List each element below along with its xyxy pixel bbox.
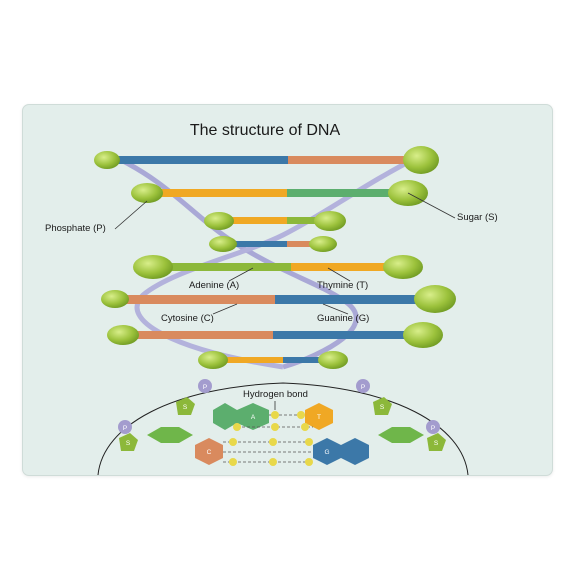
guanine-base: G bbox=[313, 438, 369, 465]
thymine-base: T bbox=[305, 403, 333, 430]
thymine-pointer-line bbox=[327, 267, 351, 282]
diagram-title: The structure of DNA bbox=[190, 122, 341, 139]
cytosine-label: Cytosine (C) bbox=[161, 313, 214, 324]
adenine-label: Adenine (A) bbox=[189, 280, 239, 291]
base-pair-rung bbox=[213, 357, 333, 363]
base-pair-rung bbox=[115, 295, 435, 304]
phosphate-pointer-line bbox=[114, 200, 148, 230]
cytosine-base: C bbox=[195, 438, 223, 465]
base-pair-rung bbox=[221, 217, 327, 224]
svg-text:C: C bbox=[207, 449, 212, 456]
guanine-label: Guanine (G) bbox=[317, 313, 369, 324]
svg-text:G: G bbox=[324, 449, 329, 456]
dna-diagram-board: The structure of DNA bbox=[22, 104, 553, 476]
cytosine-pointer-line bbox=[212, 303, 238, 315]
svg-text:T: T bbox=[317, 414, 321, 421]
nucleotide-ball bbox=[133, 255, 173, 279]
nucleotide-ball bbox=[101, 290, 129, 308]
nucleotide-ball bbox=[383, 255, 423, 279]
sugar-label: Sugar (S) bbox=[457, 212, 498, 223]
svg-text:S: S bbox=[380, 404, 385, 411]
svg-text:P: P bbox=[361, 384, 365, 391]
svg-text:S: S bbox=[434, 440, 439, 447]
backbone-strand-left bbox=[113, 154, 359, 370]
nucleotide-ball bbox=[403, 146, 439, 174]
sugar-node: S bbox=[373, 397, 392, 415]
svg-text:S: S bbox=[183, 404, 188, 411]
sugar-node: S bbox=[427, 433, 446, 451]
adenine-base: A bbox=[213, 403, 269, 430]
sugar-pointer-line bbox=[407, 192, 456, 219]
base-pair-rung bbox=[108, 156, 413, 164]
phosphate-node: P bbox=[356, 379, 370, 393]
adenine-pointer-line bbox=[228, 267, 254, 282]
phosphate-node: P bbox=[426, 420, 440, 434]
sugar-node: S bbox=[176, 397, 195, 415]
bond-atom-nodes bbox=[229, 411, 313, 466]
phosphate-node: P bbox=[118, 420, 132, 434]
sugar-base-link bbox=[378, 427, 424, 443]
svg-text:P: P bbox=[203, 384, 207, 391]
svg-text:S: S bbox=[126, 440, 131, 447]
sugar-node: S bbox=[119, 433, 138, 451]
base-pair-rung bbox=[147, 189, 407, 197]
base-pair-rung bbox=[151, 263, 406, 271]
nucleotide-ball bbox=[209, 236, 237, 252]
phosphate-label: Phosphate (P) bbox=[45, 223, 106, 234]
hydrogen-bond-label: Hydrogen bond bbox=[243, 389, 308, 400]
svg-text:P: P bbox=[431, 425, 435, 432]
svg-text:A: A bbox=[251, 414, 256, 421]
base-pair-rung bbox=[223, 241, 323, 247]
guanine-pointer-line bbox=[322, 303, 349, 315]
nucleotide-ball bbox=[204, 212, 234, 230]
nucleotide-ball bbox=[403, 322, 443, 348]
nucleotide-ball bbox=[318, 351, 348, 369]
sugar-base-link bbox=[147, 427, 193, 443]
svg-text:P: P bbox=[123, 425, 127, 432]
nucleotide-ball bbox=[414, 285, 456, 313]
nucleotide-ball bbox=[107, 325, 139, 345]
base-pair-rung bbox=[123, 331, 423, 339]
nucleotide-ball bbox=[309, 236, 337, 252]
phosphate-node: P bbox=[198, 379, 212, 393]
dna-diagram: The structure of DNA bbox=[45, 122, 498, 475]
nucleotide-ball bbox=[314, 211, 346, 231]
nucleotide-ball bbox=[131, 183, 163, 203]
nucleotide-ball bbox=[198, 351, 228, 369]
thymine-label: Thymine (T) bbox=[317, 280, 368, 291]
nucleotide-ball bbox=[94, 151, 120, 169]
